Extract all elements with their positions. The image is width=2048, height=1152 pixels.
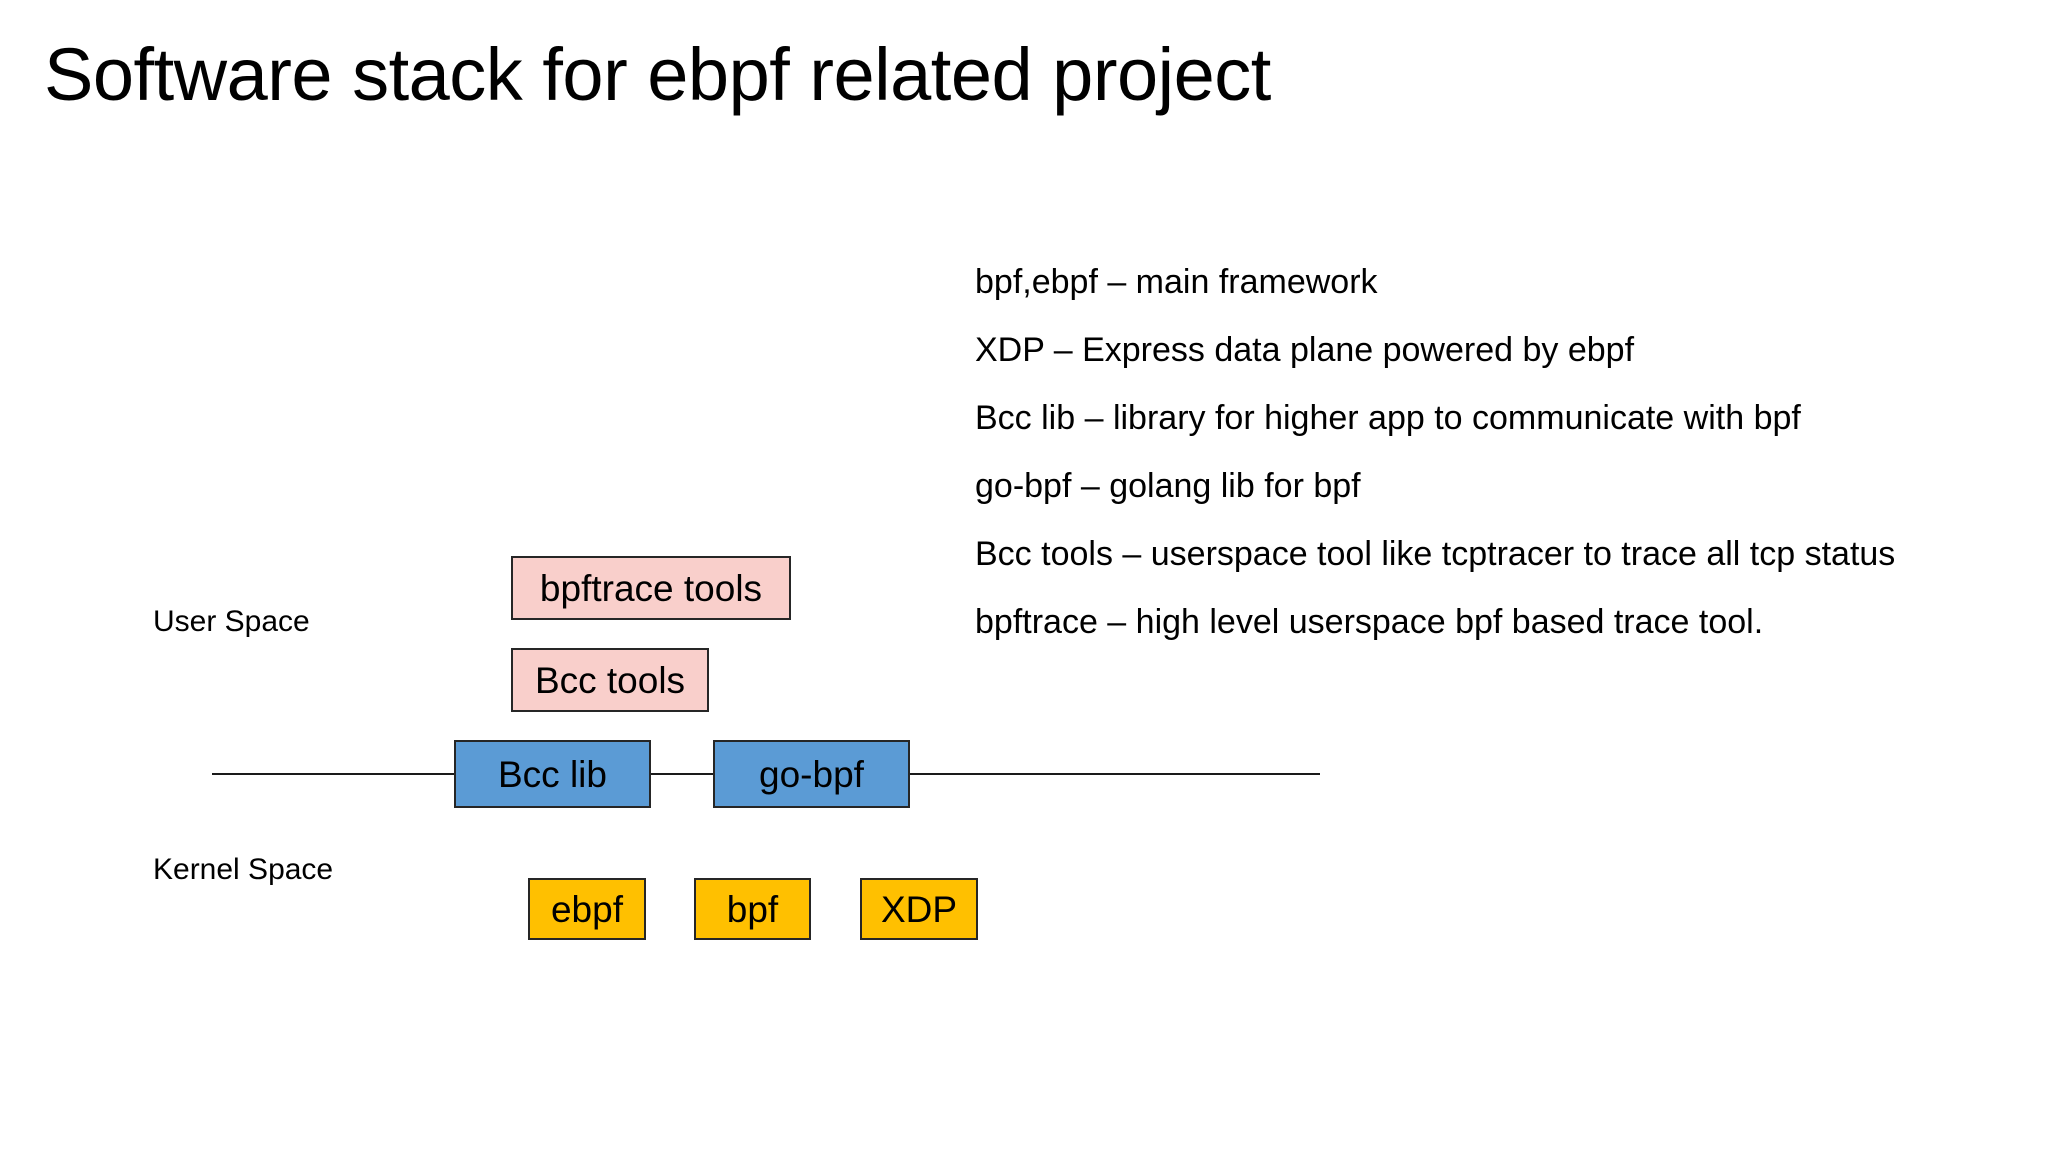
- legend-line: bpf,ebpf – main framework: [975, 263, 1378, 301]
- box-xdp: XDP: [860, 878, 978, 940]
- box-bcc-lib: Bcc lib: [454, 740, 651, 808]
- legend-line: go-bpf – golang lib for bpf: [975, 467, 1361, 505]
- legend-line: XDP – Express data plane powered by ebpf: [975, 331, 1635, 369]
- legend-line: Bcc tools – userspace tool like tcptrace…: [975, 535, 1896, 573]
- user-space-label: User Space: [153, 605, 310, 638]
- page-title: Software stack for ebpf related project: [44, 33, 1271, 116]
- box-ebpf: ebpf: [528, 878, 646, 940]
- box-bpftrace-tools: bpftrace tools: [511, 556, 791, 620]
- legend-description-list: bpf,ebpf – main framework XDP – Express …: [975, 248, 2035, 656]
- box-bcc-tools: Bcc tools: [511, 648, 709, 712]
- box-go-bpf: go-bpf: [713, 740, 910, 808]
- legend-line: bpftrace – high level userspace bpf base…: [975, 603, 1764, 641]
- box-bpf: bpf: [694, 878, 811, 940]
- legend-line: Bcc lib – library for higher app to comm…: [975, 399, 1801, 437]
- kernel-space-label: Kernel Space: [153, 853, 334, 886]
